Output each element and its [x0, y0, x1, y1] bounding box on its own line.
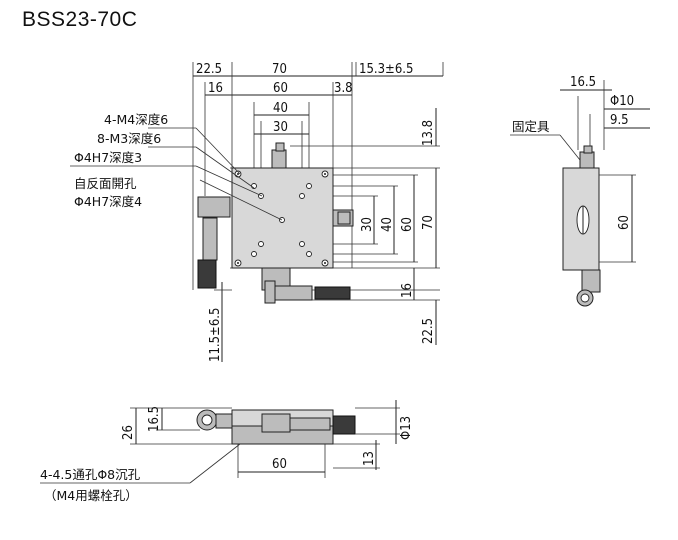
- front-micrometer-thimble: [332, 415, 356, 435]
- side-clamp: [579, 151, 595, 169]
- dim-22-5-right: 22.5: [421, 318, 436, 344]
- front-dim-phi13: Φ13: [399, 416, 414, 440]
- front-note-bolt: （M4用螺栓孔）: [44, 488, 138, 503]
- front-view: 26 16.5 Φ13 13 60 4-4.5通孔Φ: [40, 400, 414, 503]
- front-dim-60: 60: [272, 457, 287, 472]
- dim-13-8: 13.8: [421, 120, 436, 146]
- top-view: 22.5 70 15.3±6.5 16 60 3.8 40 30: [70, 62, 444, 362]
- clamp-knob-top: [271, 149, 287, 169]
- note-reverse: 自反面開孔: [74, 176, 137, 191]
- dim-60-width: 60: [273, 81, 288, 96]
- side-view: 16.5 Φ10 9.5 固定具 60: [510, 75, 650, 307]
- side-dim-60: 60: [617, 215, 632, 230]
- mounting-holes: [234, 170, 329, 267]
- dim-40-height: 40: [380, 217, 395, 232]
- dim-3-8: 3.8: [334, 81, 353, 96]
- left-clamp: [197, 196, 231, 218]
- front-note-thru-hole: 4-4.5通孔Φ8沉孔: [40, 467, 141, 482]
- left-micrometer-barrel: [202, 217, 218, 261]
- dim-16: 16: [208, 81, 223, 96]
- side-note-fixing: 固定具: [512, 119, 550, 134]
- side-dim-16-5: 16.5: [570, 75, 596, 90]
- dim-22-5-top: 22.5: [196, 62, 222, 77]
- micrometer-thimble: [314, 286, 351, 300]
- note-phi4h7-4: Φ4H7深度4: [74, 194, 142, 209]
- dim-30-width: 30: [273, 120, 288, 135]
- clamp-knob-cap: [275, 142, 285, 152]
- front-micrometer-barrel: [289, 417, 331, 431]
- dim-16-right: 16: [400, 283, 415, 298]
- dim-60-height: 60: [400, 217, 415, 232]
- front-dim-26: 26: [121, 425, 136, 440]
- dim-70-height: 70: [421, 215, 436, 230]
- note-m3: 8-M3深度6: [97, 131, 161, 146]
- dim-70-width: 70: [272, 62, 287, 77]
- dim-40-width: 40: [273, 101, 288, 116]
- front-dim-13: 13: [362, 451, 377, 466]
- micrometer-barrel: [269, 285, 313, 301]
- side-dim-9-5: 9.5: [610, 113, 629, 128]
- note-phi4h7-3: Φ4H7深度3: [74, 150, 142, 165]
- dim-11-5: 11.5±6.5: [208, 308, 223, 362]
- dim-30-height: 30: [360, 217, 375, 232]
- side-dim-phi10: Φ10: [610, 94, 634, 109]
- note-m4: 4-M4深度6: [104, 112, 168, 127]
- dim-15-3: 15.3±6.5: [359, 62, 413, 77]
- left-micrometer-thimble: [197, 259, 217, 289]
- drawing-title: BSS23-70C: [22, 8, 138, 31]
- front-dim-16-5: 16.5: [147, 406, 162, 432]
